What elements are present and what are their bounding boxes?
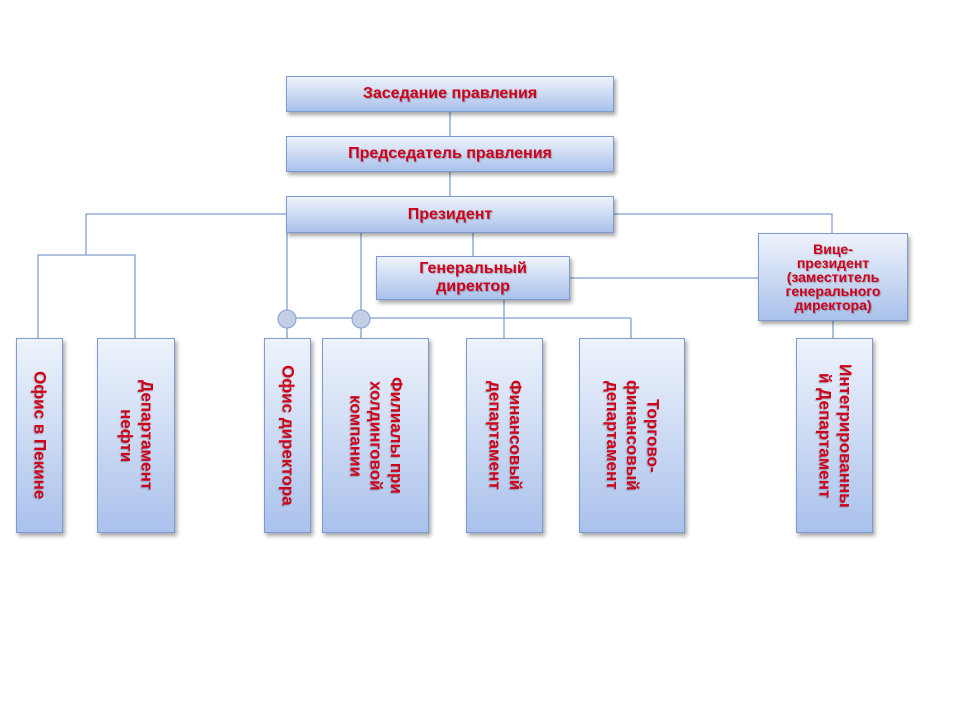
oil-department-box: Департамент нефти — [97, 338, 175, 533]
director-office-label: Офис директора — [278, 365, 298, 506]
board-chairman-box: Председатель правления — [286, 136, 614, 172]
president-label: Президент — [407, 205, 493, 223]
board-meeting-label: Заседание правления — [362, 85, 538, 103]
holding-branches-box: Филиалы при холдинговой компании — [322, 338, 429, 533]
integrated-department-box: Интегрированны й Департамент — [796, 338, 873, 533]
holding-branches-label: Филиалы при холдинговой компании — [346, 377, 407, 494]
vice-president-label: Вице- президент (заместитель генеральног… — [785, 241, 881, 313]
president-box: Президент — [286, 196, 614, 233]
vice-president-box: Вице- президент (заместитель генеральног… — [758, 233, 908, 321]
director-office-box: Офис директора — [264, 338, 311, 533]
junction-dot — [277, 309, 297, 329]
general-director-label: Генеральный директор — [419, 260, 527, 295]
finance-department-label: Финансовый департамент — [485, 380, 525, 491]
board-chairman-label: Председатель правления — [348, 145, 552, 163]
beijing-office-box: Офис в Пекине — [16, 338, 63, 533]
finance-department-box: Финансовый департамент — [466, 338, 543, 533]
beijing-office-label: Офис в Пекине — [30, 371, 50, 500]
trade-finance-department-box: Торгово- финансовый департамент — [579, 338, 685, 533]
general-director-box: Генеральный директор — [376, 256, 570, 300]
board-meeting-box: Заседание правления — [286, 76, 614, 112]
oil-department-label: Департамент нефти — [117, 380, 157, 491]
integrated-department-label: Интегрированны й Департамент — [815, 363, 855, 508]
trade-finance-department-label: Торгово- финансовый департамент — [602, 380, 663, 491]
junction-dot — [351, 309, 371, 329]
